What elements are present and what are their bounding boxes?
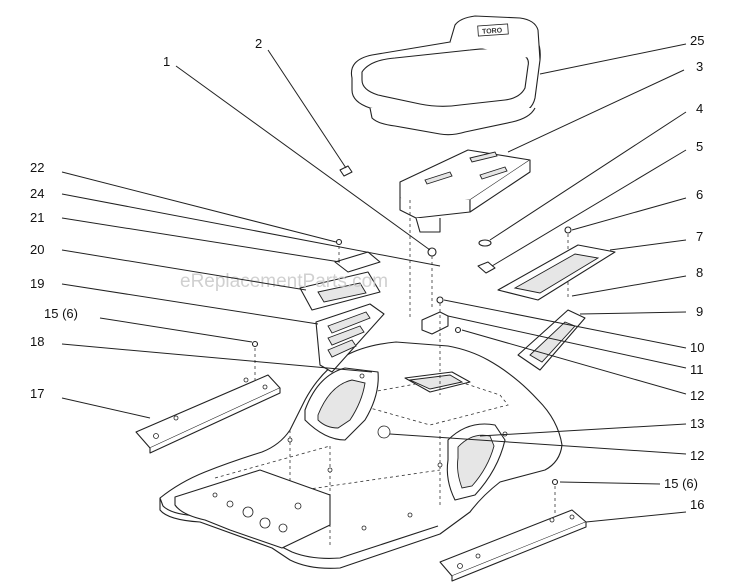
callout-9: 9 <box>696 304 703 319</box>
seat-logo: TORO <box>482 27 503 35</box>
bolt-22 <box>335 238 343 246</box>
callout-5: 5 <box>696 139 703 154</box>
bolt-15-right <box>551 478 559 486</box>
callout-17: 17 <box>30 386 44 401</box>
callout-7: 7 <box>696 229 703 244</box>
callout-4: 4 <box>696 101 703 116</box>
callout-15-left: 15 (6) <box>44 306 78 321</box>
foot-plate-16 <box>439 509 587 582</box>
callout-20: 20 <box>30 242 44 257</box>
bolt-6 <box>564 226 572 234</box>
callout-13: 13 <box>690 416 704 431</box>
knob-5 <box>477 261 496 274</box>
left-pads <box>299 251 385 373</box>
seat-pan <box>399 149 531 233</box>
tab-21 <box>334 251 381 273</box>
callout-24: 24 <box>30 186 44 201</box>
right-pads <box>497 244 616 371</box>
callout-12-upper: 12 <box>690 388 704 403</box>
seat: TORO <box>350 15 541 136</box>
washer-4 <box>478 239 492 247</box>
callout-labels: 1 2 25 3 4 5 6 7 8 9 10 11 12 13 12 15 (… <box>30 33 704 512</box>
fender-body <box>159 341 563 569</box>
callout-18: 18 <box>30 334 44 349</box>
callout-2: 2 <box>255 36 262 51</box>
callout-21: 21 <box>30 210 44 225</box>
callout-3: 3 <box>696 59 703 74</box>
bolt-10 <box>436 296 444 304</box>
bolt-15-left <box>251 340 259 348</box>
callout-6: 6 <box>696 187 703 202</box>
callout-19: 19 <box>30 276 44 291</box>
callout-15-right: 15 (6) <box>664 476 698 491</box>
callout-1: 1 <box>163 54 170 69</box>
foot-plate-17 <box>135 374 281 454</box>
callout-25: 25 <box>690 33 704 48</box>
callout-12-lower: 12 <box>690 448 704 463</box>
bolt-12 <box>454 326 462 334</box>
callout-10: 10 <box>690 340 704 355</box>
callout-16: 16 <box>690 497 704 512</box>
callout-8: 8 <box>696 265 703 280</box>
callout-11: 11 <box>690 362 704 377</box>
bracket-11 <box>421 311 449 335</box>
watermark: eReplacementParts.com <box>180 271 388 292</box>
leader-lines <box>61 43 687 523</box>
callout-22: 22 <box>30 160 44 175</box>
